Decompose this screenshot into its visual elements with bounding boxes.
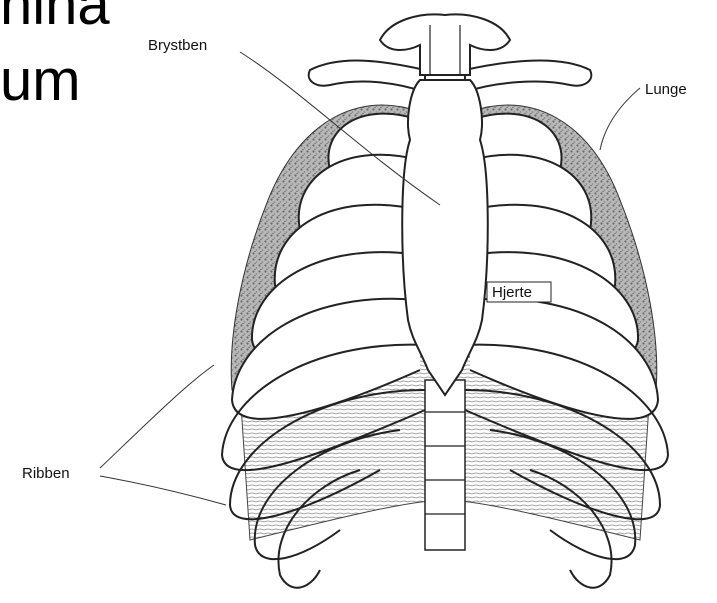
label-ribben: Ribben (22, 465, 70, 482)
label-brystben: Brystben (148, 37, 207, 54)
spine (425, 380, 465, 550)
label-lunge: Lunge (645, 81, 687, 98)
label-hjerte: Hjerte (492, 284, 532, 301)
